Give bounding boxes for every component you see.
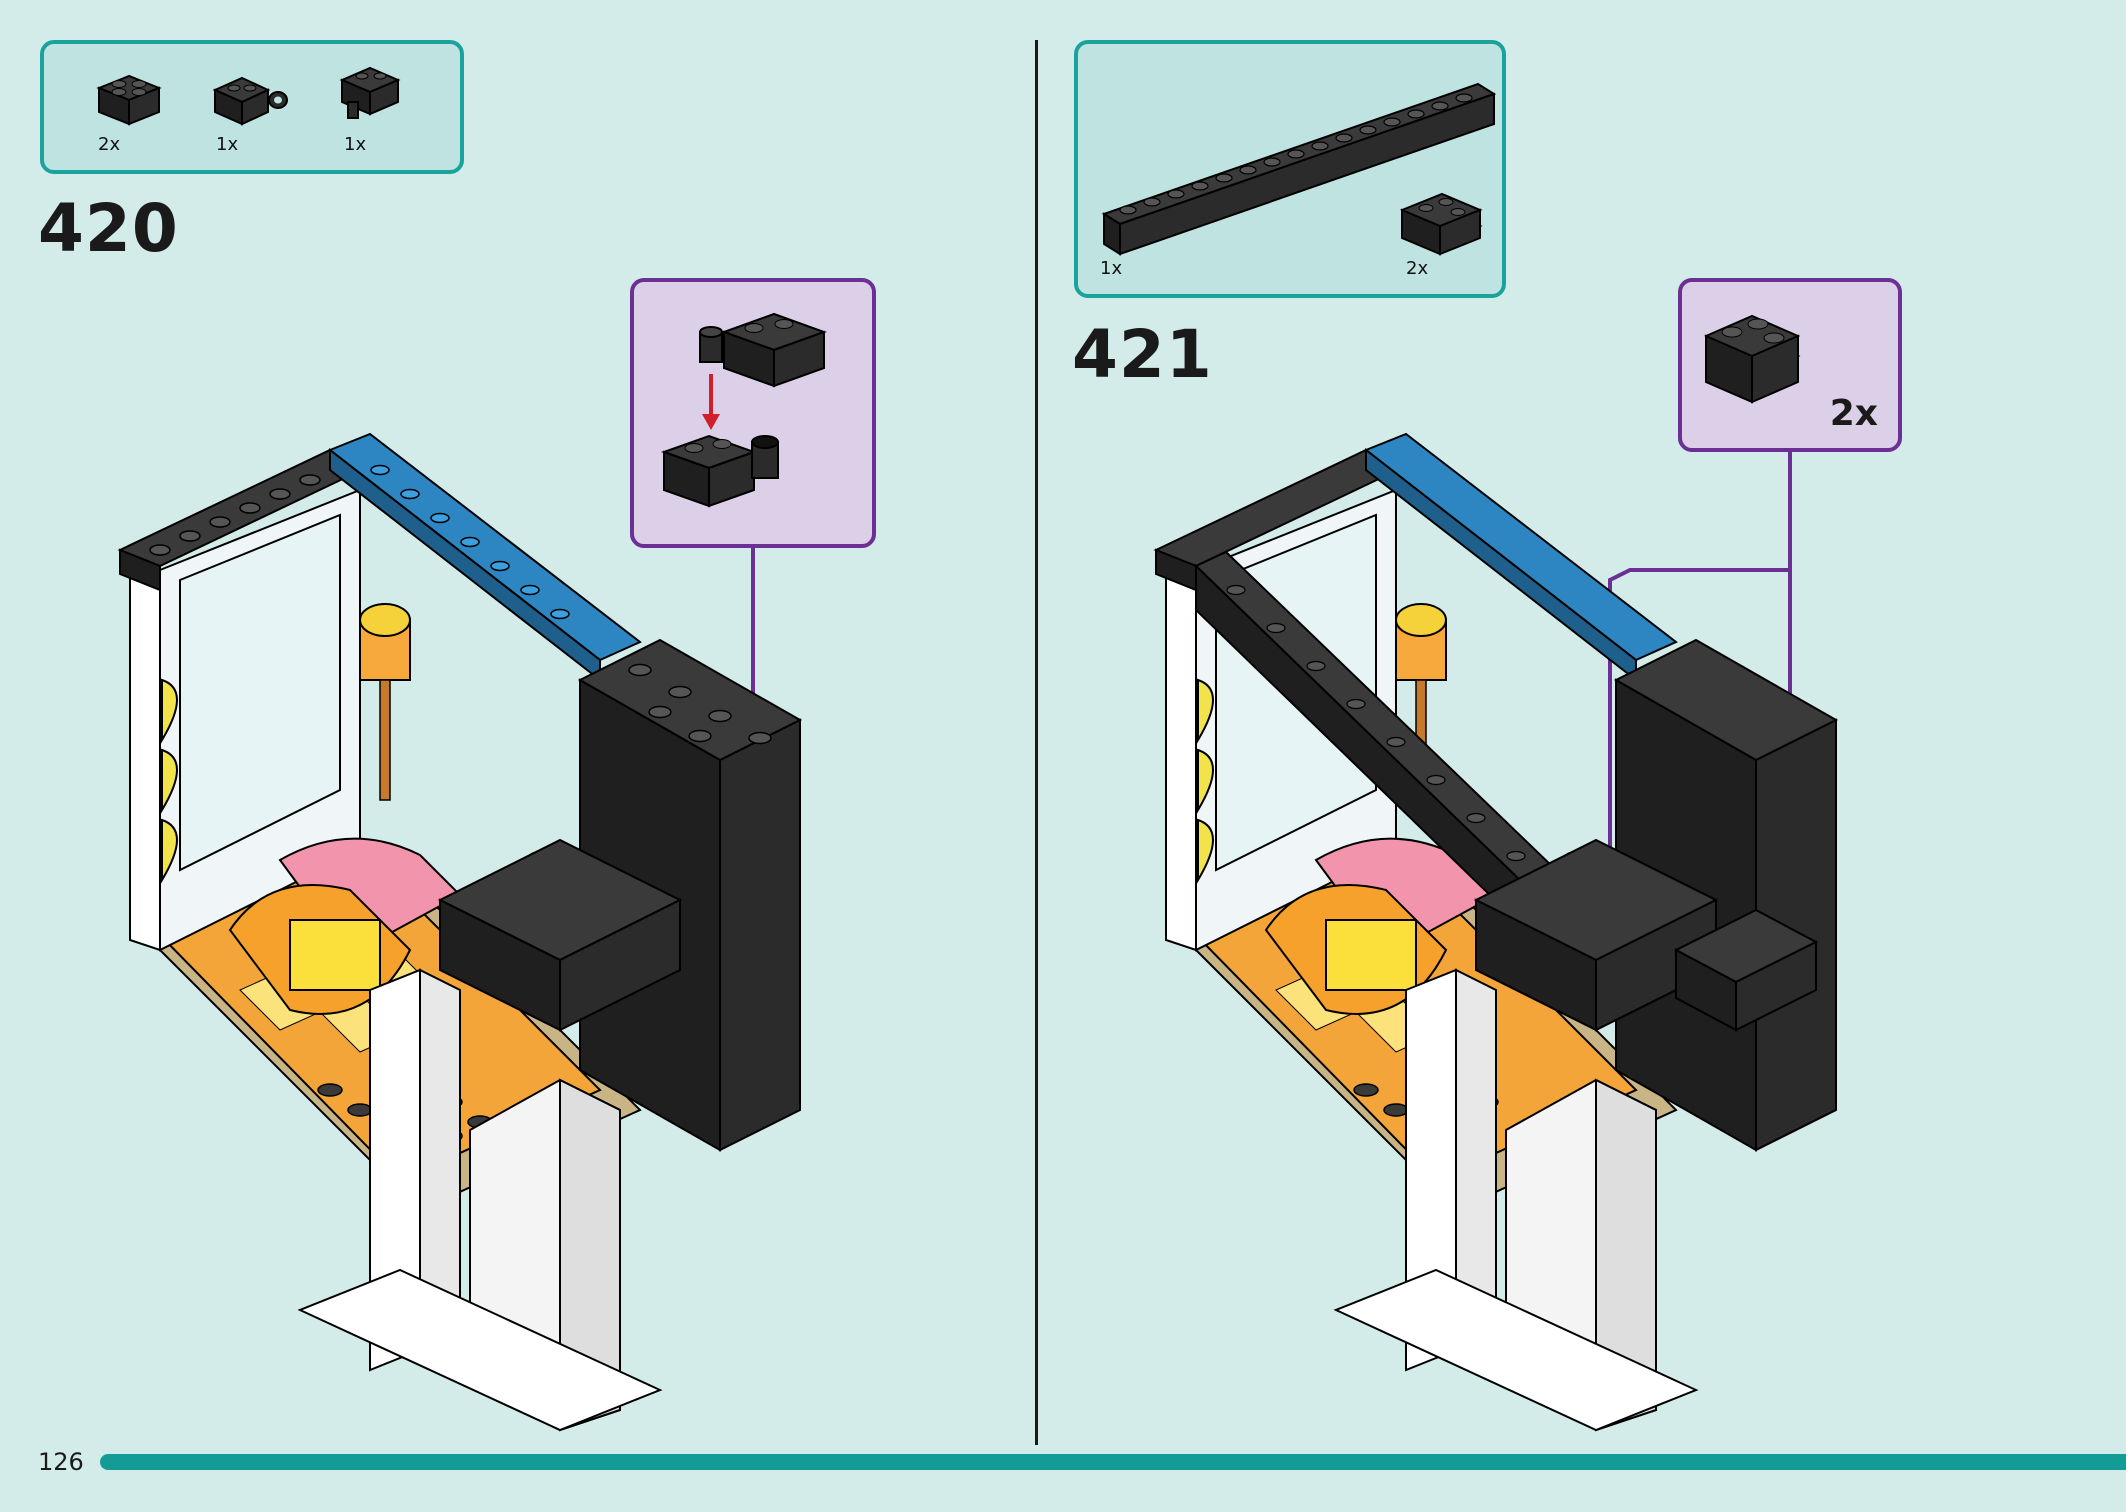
model-illustration-420 [117,432,803,1432]
part-qty: 1x [344,134,367,155]
black-brick-with-pin-icon [339,66,401,119]
part-qty: 1x [1100,258,1123,279]
parts-list-box-421: 1x 2x [1074,40,1506,298]
callout-qty: 2x [1829,393,1878,434]
progress-bar [100,1454,2126,1470]
black-brick-with-clip-icon [212,76,288,126]
page-divider [1035,40,1038,1445]
black-corner-brick-icon [1400,192,1483,256]
sub-assembly-bricks-icon [661,312,827,508]
parts-list-box-420: 2x 1x 1x [40,40,464,174]
black-long-plate-1x16-icon [1101,82,1497,256]
model-illustration-421 [1153,432,1839,1432]
step-number-421: 421 [1072,316,1213,393]
part-qty: 2x [98,134,121,155]
corner-brick-icon [1704,314,1801,404]
step-number-420: 420 [38,190,179,267]
sub-assembly-callout-421: 2x [1678,278,1902,452]
black-brick-2x2-icon [96,74,162,126]
sub-assembly-callout-420 [630,278,876,548]
page-number: 126 [38,1448,84,1476]
part-qty: 2x [1406,258,1429,279]
part-qty: 1x [216,134,239,155]
